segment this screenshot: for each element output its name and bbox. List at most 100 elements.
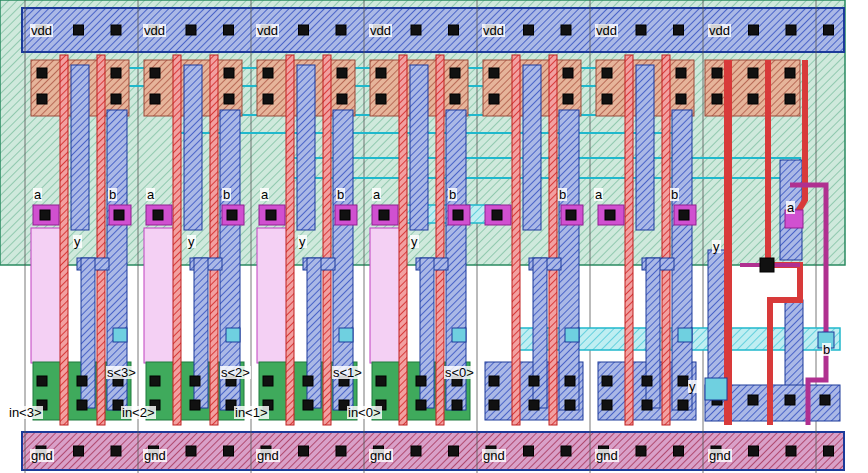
contact-cut (224, 94, 234, 104)
contact-cut (674, 446, 684, 456)
contact-cut (489, 376, 499, 386)
contact-cut (749, 25, 759, 35)
poly-contact (259, 205, 285, 225)
contact-cut (453, 210, 463, 220)
metal1-wire (780, 160, 802, 260)
contact-cut (74, 446, 84, 456)
p-select (144, 228, 174, 363)
pin-label: s<1> (332, 366, 363, 379)
metal1-wire (184, 65, 202, 230)
poly-contact (674, 205, 696, 225)
contact-cut (299, 446, 309, 456)
contact-cut (636, 25, 646, 35)
contact-cut (602, 68, 612, 78)
poly-gate (60, 55, 68, 425)
pin-label: b (448, 188, 457, 201)
contact-cut (416, 400, 426, 410)
via (113, 328, 127, 342)
contact-cut (489, 68, 499, 78)
contact-cut (263, 376, 273, 386)
pin-label: gnd (143, 449, 167, 462)
pin-label: in<3> (8, 406, 43, 419)
poly-contact (33, 205, 59, 225)
pin-label: s<0> (444, 366, 475, 379)
contact-cut (411, 446, 421, 456)
pin-label: y (688, 380, 697, 393)
pin-label: vdd (143, 24, 166, 37)
contact-cut (565, 400, 575, 410)
cell-boundary (138, 0, 139, 473)
via (565, 328, 579, 342)
contact-cut (303, 400, 313, 410)
contact-cut (263, 94, 273, 104)
pin-label: vdd (369, 24, 392, 37)
pin-label: gnd (482, 449, 506, 462)
pin-label: y (410, 235, 419, 248)
pin-label: a (594, 188, 603, 201)
vdd-rail (22, 8, 844, 52)
cell-boundary (25, 0, 26, 473)
metal1-wire (71, 65, 89, 230)
contact-cut (74, 25, 84, 35)
poly-gate (323, 55, 331, 425)
metal1-wire (333, 110, 353, 410)
contact-cut (566, 210, 576, 220)
contact-cut (563, 94, 573, 104)
poly-contact (146, 205, 172, 225)
pin-label: a (372, 188, 381, 201)
pin-label: a (260, 188, 269, 201)
contact-cut (224, 446, 234, 456)
pin-label: b (108, 188, 117, 201)
contact-cut (529, 376, 539, 386)
pin-label: a (146, 188, 155, 201)
contact-cut (786, 446, 796, 456)
poly-contact (222, 205, 244, 225)
contact-cut (824, 25, 834, 35)
contact-cut (561, 25, 571, 35)
poly-contact (598, 205, 624, 225)
pin-label: y (73, 235, 82, 248)
contact-cut (450, 68, 460, 78)
contact-cut (190, 376, 200, 386)
contact-cut (679, 210, 689, 220)
via (226, 328, 240, 342)
contact-cut (77, 400, 87, 410)
cell-boundary (364, 0, 365, 473)
poly-gate (286, 55, 294, 425)
contact-cut (605, 210, 615, 220)
contact-cut (561, 446, 571, 456)
contact-cut (449, 25, 459, 35)
pin-label: in<0> (347, 406, 382, 419)
pin-label: s<2> (220, 366, 251, 379)
metal1-wire (559, 110, 579, 410)
p-diffusion (705, 60, 800, 116)
p-select (370, 228, 400, 363)
pin-label: s<3> (106, 366, 137, 379)
contact-cut (266, 210, 276, 220)
contact-cut (760, 258, 774, 272)
poly-gate (512, 55, 520, 425)
pin-label: a (786, 201, 795, 214)
gnd-rail (22, 432, 844, 470)
pin-label: vdd (482, 24, 505, 37)
pin-label: vdd (708, 24, 731, 37)
contact-cut (416, 376, 426, 386)
cell-boundary (703, 0, 704, 473)
contact-cut (676, 94, 686, 104)
contact-cut (785, 395, 795, 405)
contact-cut (748, 68, 758, 78)
contact-cut (111, 446, 121, 456)
poly-contact (485, 205, 511, 225)
contact-cut (636, 446, 646, 456)
poly-gate (436, 55, 444, 425)
contact-cut (712, 94, 722, 104)
via (678, 328, 692, 342)
pin-label: a (33, 188, 42, 201)
contact-cut (748, 94, 758, 104)
contact-cut (227, 210, 237, 220)
contact-cut (785, 94, 795, 104)
contact-cut (37, 376, 47, 386)
contact-cut (40, 210, 50, 220)
contact-cut (449, 446, 459, 456)
poly-gate (173, 55, 181, 425)
